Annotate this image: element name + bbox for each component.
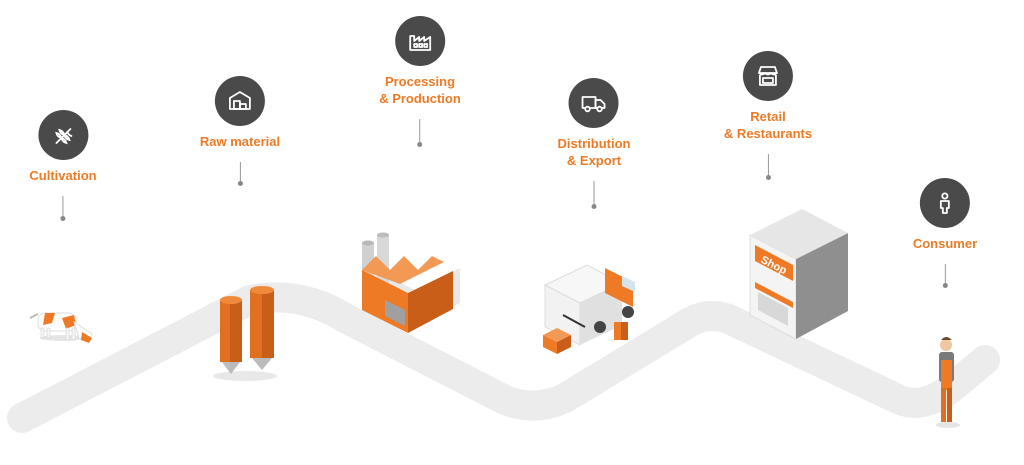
stage-label-retail: Retail & Restaurants — [724, 108, 812, 142]
stage-label-line: Raw material — [199, 134, 281, 149]
stage-label-line: Retail — [750, 109, 786, 124]
stage-label-line: & Export — [566, 153, 622, 168]
person-icon — [919, 178, 970, 228]
storefront-icon — [742, 51, 793, 101]
wheat-icon — [37, 110, 88, 160]
factory-illustration — [362, 232, 460, 333]
factory-icon — [394, 16, 445, 66]
cow-illustration — [29, 312, 93, 343]
silos-illustration — [213, 286, 277, 381]
stage-label-line: & Production — [379, 91, 461, 106]
stage-distribution: Distribution & Export — [558, 78, 631, 209]
stage-label-distribution: Distribution & Export — [558, 135, 631, 169]
stage-connector — [237, 162, 243, 186]
stage-label-line: Consumer — [912, 236, 978, 251]
stage-connector — [417, 119, 423, 147]
stage-label-line: Cultivation — [29, 168, 97, 183]
stage-raw-material: Raw material — [200, 76, 280, 186]
warehouse-icon — [214, 76, 265, 126]
stage-retail: Retail & Restaurants — [724, 51, 812, 180]
road-path — [7, 282, 1000, 433]
stage-label-raw-material: Raw material — [200, 133, 280, 150]
stage-label-processing: Processing & Production — [379, 73, 461, 107]
shop-illustration: Shop — [749, 209, 848, 340]
stage-connector — [60, 196, 66, 221]
stage-label-consumer: Consumer — [913, 235, 977, 252]
truck-illustration — [543, 264, 635, 354]
stage-label-line: Processing — [384, 74, 456, 89]
stage-connector — [942, 264, 948, 288]
stage-processing: Processing & Production — [379, 16, 461, 147]
stage-label-line: & Restaurants — [723, 126, 813, 141]
stage-connector — [591, 181, 597, 209]
consumer-person-illustration — [936, 337, 960, 428]
stage-connector — [765, 154, 771, 180]
stage-label-cultivation: Cultivation — [29, 167, 96, 184]
stage-consumer: Consumer — [913, 178, 977, 288]
stage-label-line: Distribution — [557, 136, 631, 151]
stage-cultivation: Cultivation — [29, 110, 97, 221]
truck-icon — [569, 78, 619, 128]
